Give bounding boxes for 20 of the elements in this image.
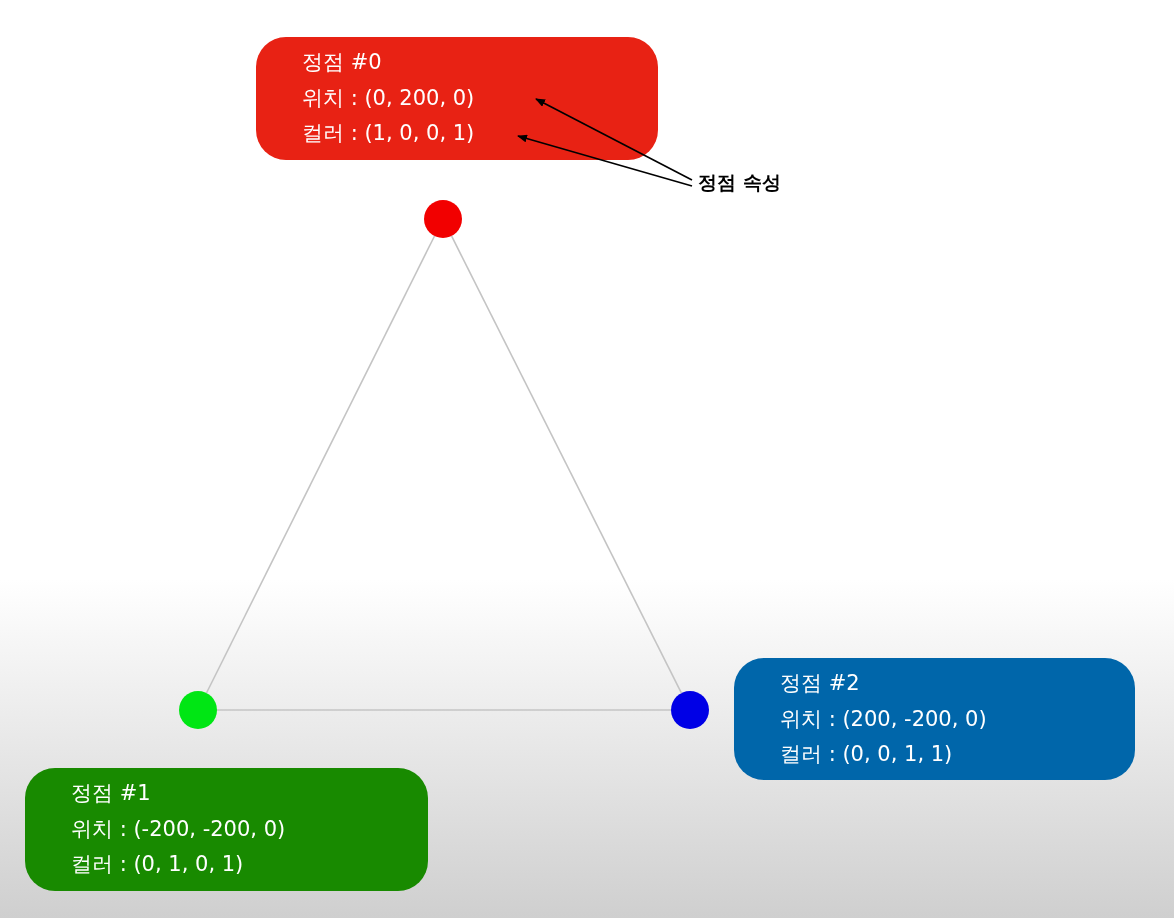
vertex-attribute: 위치 : (0, 200, 0) bbox=[302, 84, 475, 112]
vertex-attribute: 컬러 : (0, 1, 0, 1) bbox=[71, 851, 244, 878]
vertex-dot bbox=[179, 691, 217, 729]
leader-arrow bbox=[535, 98, 693, 181]
vertex-dot bbox=[671, 691, 709, 729]
vertex-info-card bbox=[25, 768, 428, 891]
triangle-edge bbox=[450, 235, 683, 694]
vertex-attribute: 컬러 : (0, 0, 1, 1) bbox=[780, 741, 953, 768]
vertex-title: 정점 #1 bbox=[71, 780, 151, 807]
leader-arrow bbox=[517, 134, 693, 187]
vertex-attribute: 위치 : (-200, -200, 0) bbox=[71, 815, 286, 843]
vertex-info-card bbox=[734, 658, 1135, 780]
vertex-title: 정점 #0 bbox=[302, 49, 382, 76]
vertex-dot bbox=[424, 200, 462, 238]
vertex-info-card bbox=[256, 37, 658, 160]
vertex-attribute: 컬러 : (1, 0, 0, 1) bbox=[302, 120, 475, 147]
triangle-edge bbox=[205, 235, 436, 694]
vertex-attribute: 위치 : (200, -200, 0) bbox=[780, 705, 987, 733]
annotation-label: 정점 속성 bbox=[698, 170, 781, 196]
vertex-title: 정점 #2 bbox=[780, 670, 860, 697]
